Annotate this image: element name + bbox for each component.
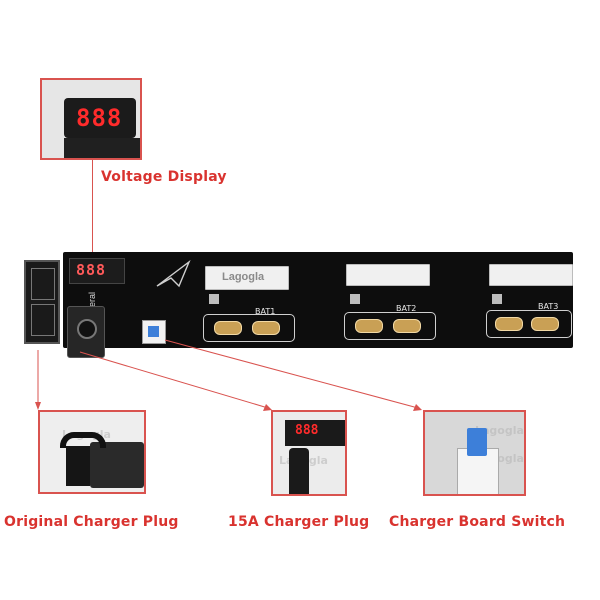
zoom-watermark: Lagogla — [475, 424, 524, 437]
battery-slot-3 — [489, 264, 573, 286]
charger-board-switch-zoom-box: Lagogla Lagogla — [423, 410, 526, 496]
bat1-contact-group — [203, 314, 295, 342]
charger-15a-plug-zoom-box: 888 Lagogla — [271, 410, 347, 496]
dc-jack — [67, 306, 105, 358]
zoom-plug-connector — [66, 446, 90, 486]
voltage-display-label: Voltage Display — [101, 169, 227, 185]
charger-pcb-board: 888 Lagogla BAT1 BAT2 BAT3 General — [24, 252, 573, 358]
bat3-pad-a — [495, 317, 523, 331]
bat2-pad-b — [393, 319, 421, 333]
zoom-15a-display-digits: 888 — [295, 423, 319, 438]
charger-board-switch-label: Charger Board Switch — [389, 514, 566, 530]
zoom-display-digits: 888 — [76, 104, 123, 132]
battery-slot-2 — [346, 264, 430, 286]
board-brand-label: Lagogla — [222, 271, 265, 283]
component-square — [492, 294, 502, 304]
bat2-pad-a — [355, 319, 383, 333]
voltage-display-zoom-box: 888 — [40, 78, 142, 160]
original-charger-plug-label: Original Charger Plug — [4, 514, 179, 530]
voltage-display-leader-line — [92, 160, 93, 260]
zoom-display-housing — [64, 98, 136, 138]
zoom-plug-housing — [90, 442, 144, 488]
switch-button[interactable] — [148, 326, 159, 337]
bat1-pad-b — [252, 321, 280, 335]
zoom-switch-button — [467, 428, 487, 456]
bat3-pad-b — [531, 317, 559, 331]
charger-15a-plug-label: 15A Charger Plug — [228, 514, 370, 530]
zoom-plug-cable — [60, 432, 106, 448]
bat2-contact-group — [344, 312, 436, 340]
bat2-label: BAT2 — [396, 304, 417, 313]
battery-slot-1: Lagogla — [205, 266, 289, 290]
component-square — [350, 294, 360, 304]
zoom-display-cable — [64, 138, 140, 158]
original-charger-plug-zoom-box: Lagogla Lagogla — [38, 410, 146, 494]
board-display-digits: 888 — [76, 261, 107, 279]
bat1-pad-a — [214, 321, 242, 335]
bat3-contact-group — [486, 310, 572, 338]
bat3-label: BAT3 — [538, 302, 559, 311]
zoom-15a-plug — [289, 448, 309, 494]
charger-board-switch[interactable] — [142, 320, 166, 344]
usb-port-frame — [24, 260, 60, 344]
board-voltage-display: 888 — [69, 258, 125, 284]
logo-arrow-icon — [156, 259, 191, 288]
bat1-label: BAT1 — [255, 307, 276, 316]
zoom-15a-display-housing — [285, 420, 345, 446]
component-square — [209, 294, 219, 304]
